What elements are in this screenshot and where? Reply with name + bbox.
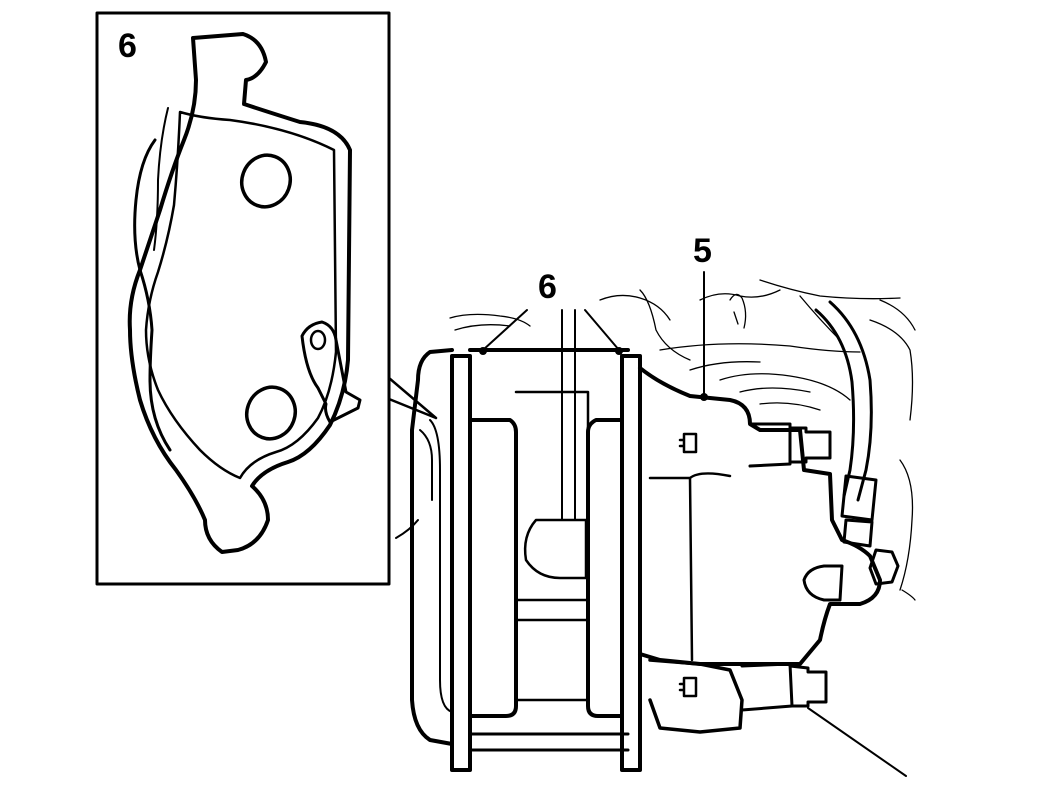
caliper-bolt-boss-upper bbox=[748, 422, 792, 468]
caliper-bleeder bbox=[802, 564, 844, 602]
pad-backing-plate bbox=[127, 32, 352, 554]
caliper-lower-mount bbox=[648, 658, 744, 734]
pad-callout-dot-left bbox=[479, 347, 487, 355]
inner-pad-backing bbox=[620, 354, 642, 772]
brake-hose bbox=[814, 300, 878, 548]
wear-indicator-hole bbox=[309, 329, 327, 351]
pad-callout-leaders bbox=[482, 309, 620, 521]
wear-indicator-slot bbox=[523, 518, 588, 580]
caliper-callout-group: 5 bbox=[693, 232, 712, 401]
caliper-body-outline bbox=[638, 366, 882, 666]
outer-pad-backing bbox=[450, 354, 472, 772]
carrier-cavity bbox=[514, 390, 590, 702]
pad-edge-detail bbox=[133, 138, 172, 452]
pad-callout-label: 6 bbox=[538, 268, 557, 306]
inner-pad-friction bbox=[586, 418, 624, 718]
pad-edge-detail-2 bbox=[153, 107, 169, 251]
background-suspension-lines bbox=[449, 279, 916, 601]
caliper-bolt-upper bbox=[788, 426, 832, 464]
caliper-housing bbox=[638, 366, 907, 777]
carrier-nut-lower bbox=[678, 676, 698, 698]
outer-pad-friction bbox=[468, 418, 518, 718]
brake-pad-drawing bbox=[127, 32, 362, 554]
outer-brake-pad bbox=[450, 354, 518, 772]
pad-friction-material bbox=[144, 110, 338, 480]
carrier-inner-outline bbox=[429, 419, 453, 713]
inset-callout-label: 6 bbox=[118, 27, 137, 65]
wear-indicator-clip bbox=[300, 320, 362, 424]
carrier-detail bbox=[395, 429, 433, 539]
caliper-callout-label: 5 bbox=[693, 232, 712, 270]
carrier-outline bbox=[410, 348, 454, 746]
caliper-carrier bbox=[395, 348, 630, 752]
hose-fitting bbox=[840, 474, 878, 522]
hose-banjo-bolt bbox=[868, 548, 900, 586]
caliper-piston-face bbox=[648, 472, 732, 662]
pad-callout-group: 6 bbox=[479, 268, 623, 521]
pointer-line-lower bbox=[807, 707, 907, 777]
caliper-callout-dot bbox=[700, 393, 708, 401]
carrier-bridge-bottom bbox=[468, 732, 630, 752]
caliper-bolt-lower bbox=[740, 662, 828, 712]
inset-leader-lines bbox=[387, 376, 438, 420]
pad-hole-lower bbox=[245, 385, 297, 441]
inset-frame bbox=[95, 11, 391, 586]
carrier-nut-upper bbox=[678, 432, 698, 454]
pad-hole-upper bbox=[240, 153, 292, 209]
pad-callout-dot-right bbox=[615, 347, 623, 355]
inset-panel: 6 bbox=[95, 11, 438, 586]
inner-brake-pad bbox=[586, 354, 642, 772]
